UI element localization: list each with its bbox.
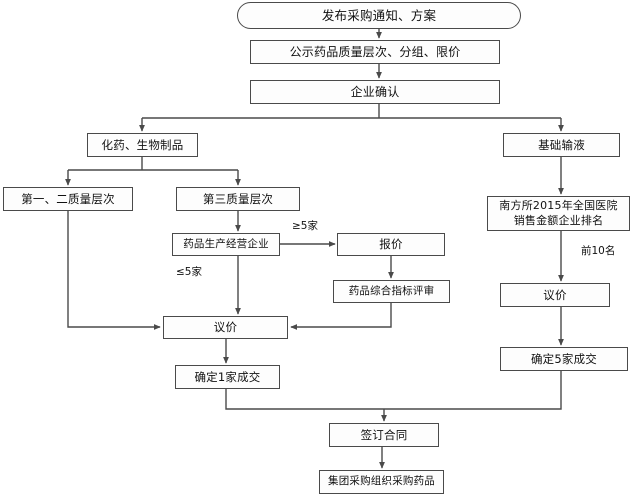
node-southern-institute-ranking[interactable]: 南方所2015年全国医院 销售金额企业排名 bbox=[487, 196, 630, 231]
node-negotiate-price-chemical[interactable]: 议价 bbox=[163, 316, 288, 339]
node-negotiate-price-infusion[interactable]: 议价 bbox=[500, 283, 610, 307]
node-confirm-one-deal[interactable]: 确定1家成交 bbox=[175, 365, 280, 389]
edge-deal5-merge bbox=[384, 371, 562, 410]
edge-deal1-merge bbox=[225, 389, 384, 410]
node-enterprise-confirm[interactable]: 企业确认 bbox=[250, 80, 500, 104]
node-chemical-biological[interactable]: 化药、生物制品 bbox=[87, 133, 198, 157]
node-publish-notice[interactable]: 发布采购通知、方案 bbox=[237, 2, 521, 29]
node-basic-infusion[interactable]: 基础输液 bbox=[503, 133, 620, 157]
node-drug-manufacturer-distributor[interactable]: 药品生产经营企业 bbox=[172, 233, 280, 256]
edge-tier12-to-negotiate1 bbox=[67, 211, 161, 330]
node-tier-three[interactable]: 第三质量层次 bbox=[176, 187, 300, 211]
node-group-purchase-drugs[interactable]: 集团采购组织采购药品 bbox=[319, 470, 444, 494]
edge-label-top-ten: 前10名 bbox=[581, 245, 616, 257]
node-sign-contract[interactable]: 签订合同 bbox=[329, 423, 439, 447]
node-disclose-quality-tier[interactable]: 公示药品质量层次、分组、限价 bbox=[250, 40, 500, 64]
node-quotation[interactable]: 报价 bbox=[337, 233, 445, 256]
edge-label-le-five: ≤5家 bbox=[176, 266, 202, 278]
node-comprehensive-index-review[interactable]: 药品综合指标评审 bbox=[333, 280, 450, 303]
edge-label-ge-five: ≥5家 bbox=[292, 220, 318, 232]
node-confirm-five-deals[interactable]: 确定5家成交 bbox=[500, 347, 628, 371]
node-tier-one-two[interactable]: 第一、二质量层次 bbox=[3, 187, 133, 211]
edge-review-to-negotiate1 bbox=[290, 303, 392, 330]
